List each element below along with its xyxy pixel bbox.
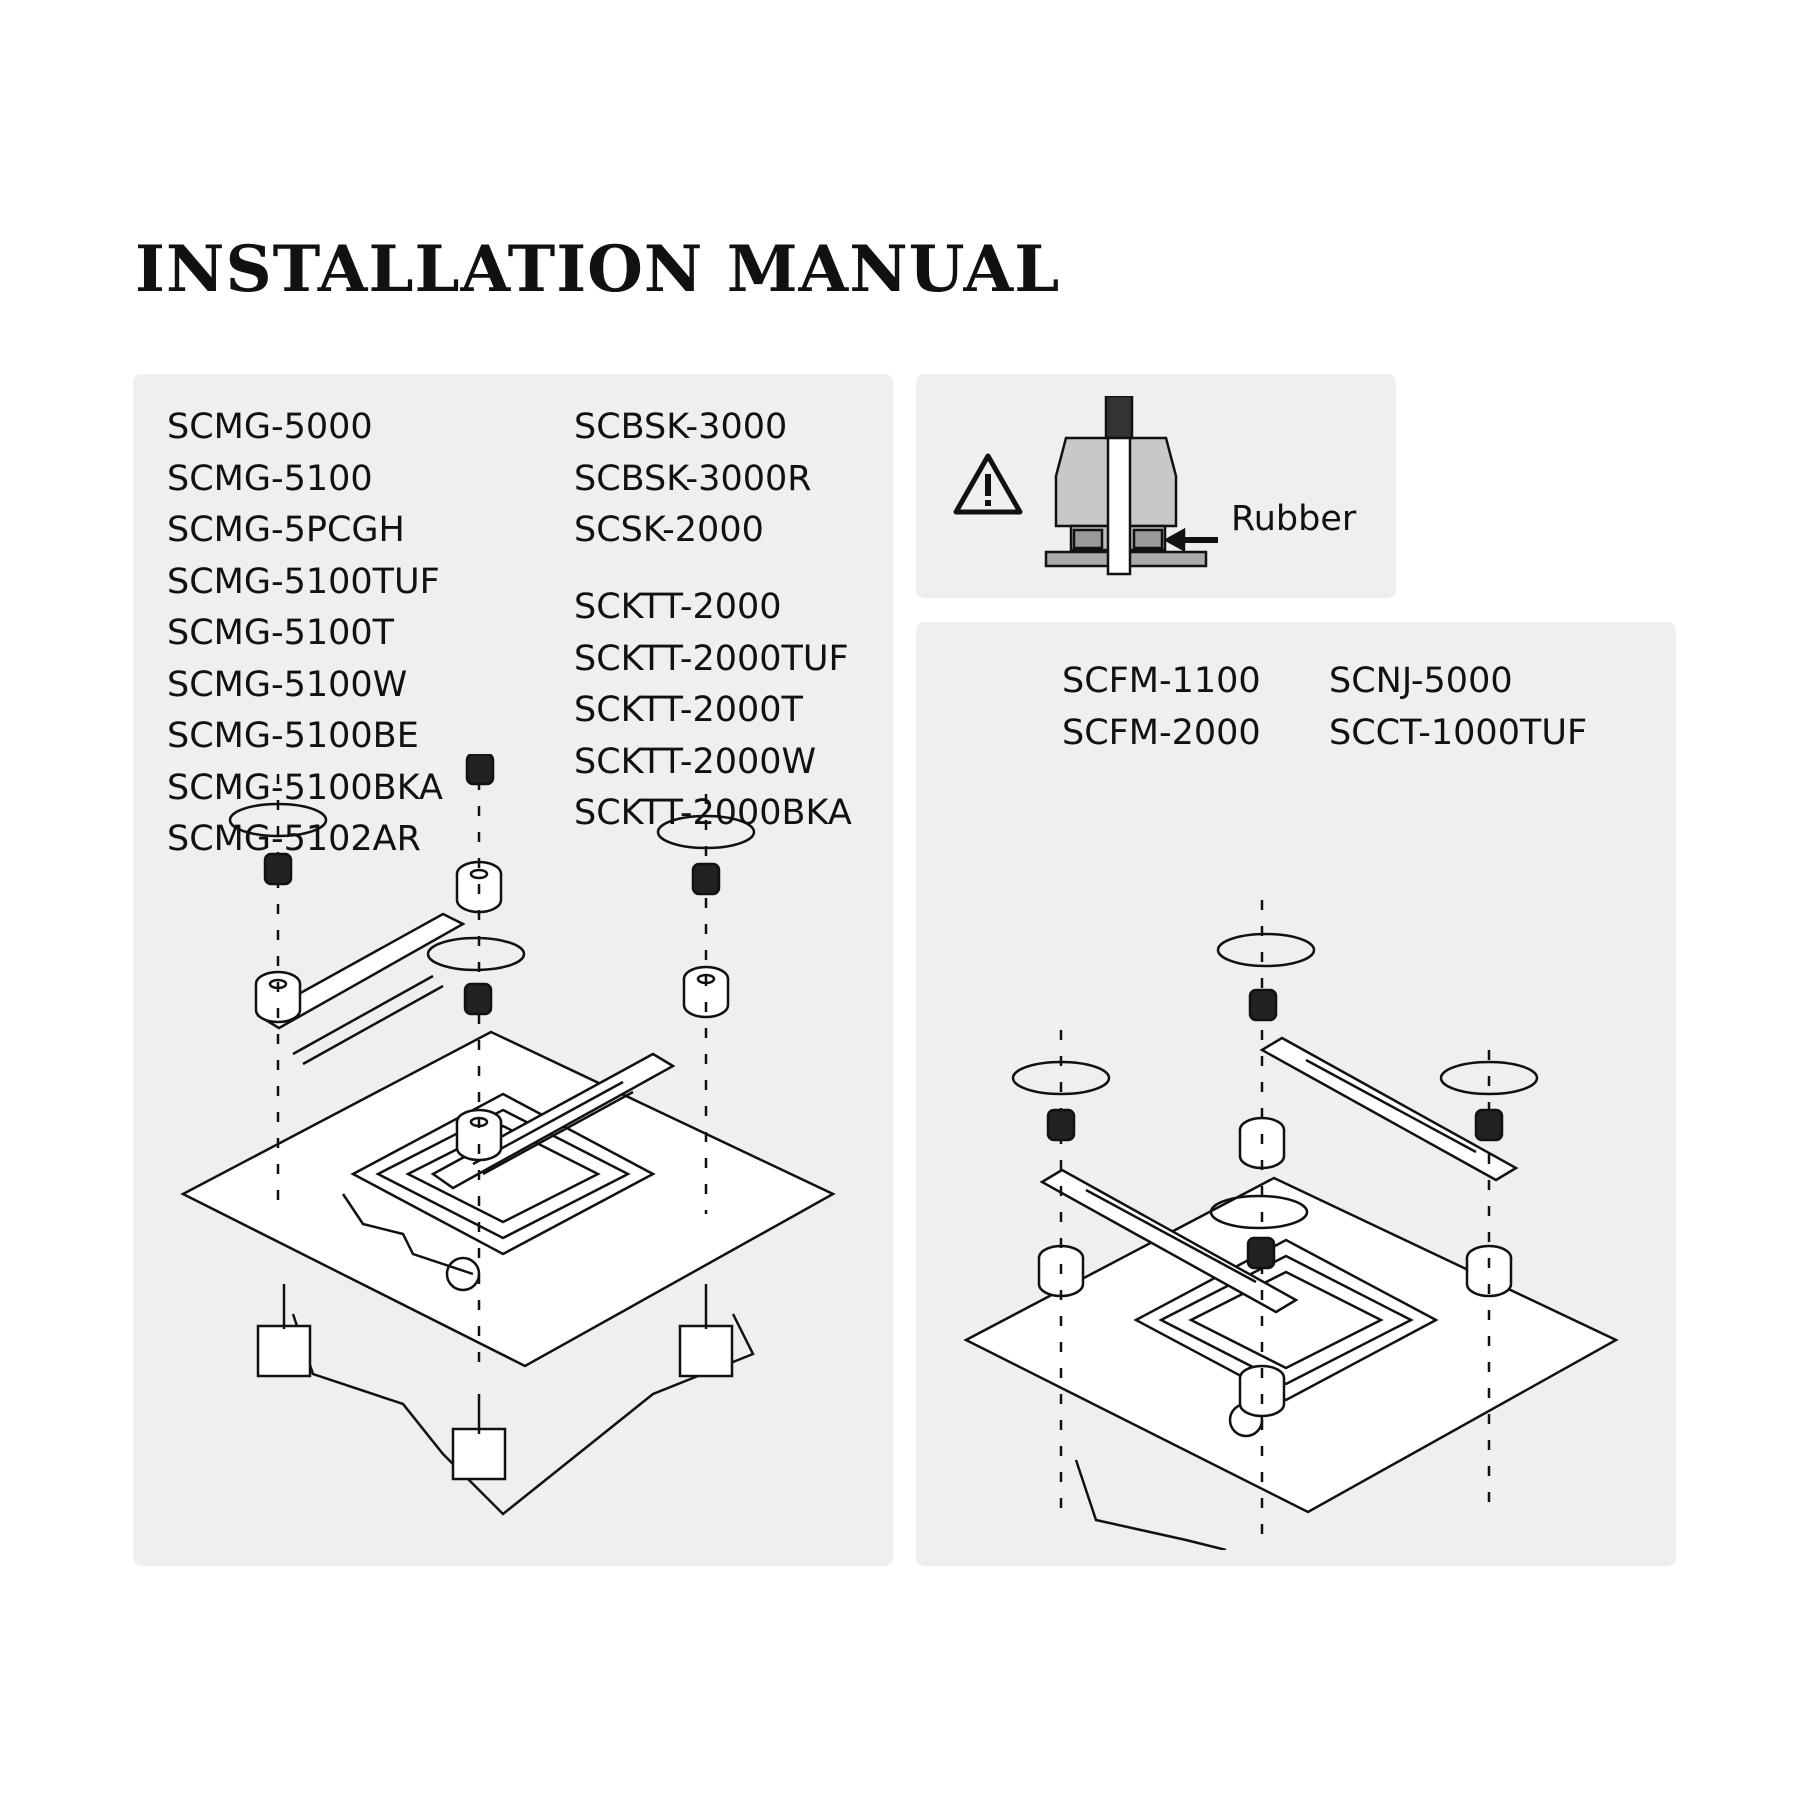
mounting-exploded-diagram bbox=[180, 754, 836, 1516]
mounting-bracket-right bbox=[1259, 1036, 1519, 1182]
model-item: SCKTT-2000W bbox=[574, 741, 817, 782]
model-list-right: SCNJ-5000 SCCT-1000TUF bbox=[1329, 656, 1587, 759]
model-list-right-group-1: SCBSK-3000 SCBSK-3000R SCSK-2000 bbox=[574, 402, 812, 557]
backplate-outline bbox=[291, 1313, 755, 1516]
model-item: SCKTT-2000 bbox=[574, 587, 782, 627]
alignment-axes bbox=[276, 754, 708, 1374]
thumb-nuts bbox=[263, 754, 721, 1016]
model-item: SCBSK-3000R bbox=[574, 458, 812, 499]
model-item: SCKTT-2000T bbox=[574, 690, 803, 730]
main-models-panel: SCMG-5000 SCMG-5100 SCMG-5PCGH SCMG-5100… bbox=[133, 374, 893, 1566]
model-item: SCFM-2000 bbox=[1062, 712, 1261, 753]
rotate-arrow-icons bbox=[1011, 932, 1539, 1230]
model-item: SCKTT-2000TUF bbox=[574, 638, 849, 679]
mounting-exploded-diagram bbox=[963, 900, 1619, 1550]
model-item: SCMG-5100 bbox=[167, 458, 373, 499]
model-item: SCMG-5100TUF bbox=[167, 561, 440, 602]
warning-triangle-icon bbox=[953, 453, 1023, 515]
rubber-washer-figure bbox=[1044, 396, 1218, 576]
model-item: SCKTT-2000BKA bbox=[574, 793, 852, 833]
cpu-socket bbox=[341, 1092, 656, 1292]
backplate-outline bbox=[1074, 1459, 1227, 1550]
rubber-label: Rubber bbox=[1231, 499, 1357, 539]
thumb-nuts bbox=[1046, 988, 1504, 1270]
model-list-left: SCMG-5000 SCMG-5100 SCMG-5PCGH SCMG-5100… bbox=[167, 402, 443, 866]
page-title: INSTALLATION MANUAL bbox=[135, 232, 1061, 307]
model-item: SCFM-1100 bbox=[1062, 661, 1261, 701]
model-item: SCSK-2000 bbox=[574, 510, 764, 550]
model-item: SCMG-5100BE bbox=[167, 716, 419, 756]
model-item: SCMG-5PCGH bbox=[167, 510, 405, 550]
model-item: SCNJ-5000 bbox=[1329, 661, 1513, 701]
model-item: SCMG-5000 bbox=[167, 407, 373, 447]
model-item: SCMG-5102AR bbox=[167, 819, 421, 859]
rotate-arrow-icons bbox=[228, 802, 756, 972]
model-item: SCBSK-3000 bbox=[574, 407, 788, 447]
mounting-bracket-left bbox=[256, 912, 466, 1066]
model-list-right-group-2: SCKTT-2000 SCKTT-2000TUF SCKTT-2000T SCK… bbox=[574, 582, 852, 840]
model-item: SCCT-1000TUF bbox=[1329, 712, 1588, 753]
backplate-posts bbox=[256, 1284, 734, 1481]
model-item: SCMG-5100BKA bbox=[167, 767, 443, 808]
model-item: SCMG-5100T bbox=[167, 613, 395, 653]
model-item: SCMG-5100W bbox=[167, 664, 408, 705]
alternate-models-panel: SCFM-1100 SCFM-2000 SCNJ-5000 SCCT-1000T… bbox=[916, 622, 1676, 1566]
mounting-bracket-left bbox=[1039, 1168, 1299, 1314]
rubber-warning-panel: Rubber bbox=[916, 374, 1396, 598]
model-list-left: SCFM-1100 SCFM-2000 bbox=[1062, 656, 1261, 759]
